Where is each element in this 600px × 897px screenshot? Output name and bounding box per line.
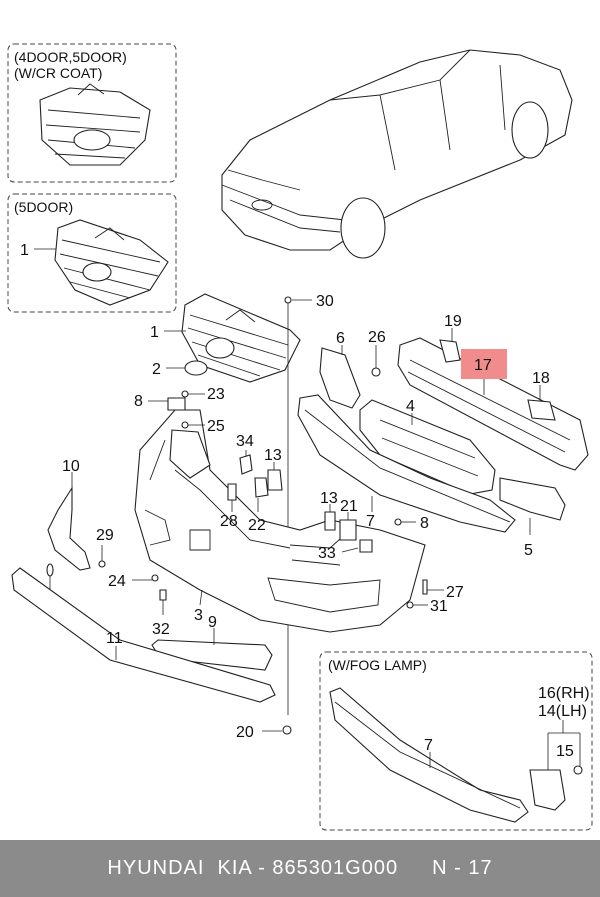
- label-part-20: 20: [236, 724, 254, 741]
- skirt-11: [11, 567, 276, 703]
- grille-inset-a: [39, 83, 151, 166]
- bracket-left-10: [47, 486, 91, 571]
- energy-absorber-4: [359, 399, 496, 495]
- label-part-6: 6: [336, 330, 345, 347]
- bracket-13-b: [324, 511, 336, 531]
- label-part-25: 25: [207, 418, 225, 435]
- label-part-8-right: 8: [420, 515, 429, 532]
- screw-25: [181, 421, 189, 429]
- bracket-34: [239, 454, 253, 475]
- label-part-4: 4: [406, 398, 415, 415]
- screw-27: [422, 579, 428, 595]
- bolt-30: [284, 296, 292, 304]
- grille-inset-b: [54, 219, 169, 306]
- inset-5door: (5DOOR) 1: [7, 193, 177, 313]
- parts-diagram: (4DOOR,5DOOR) (W/CR COAT) (5DOOR) 1: [7, 43, 593, 831]
- label-part-13-b: 13: [320, 490, 338, 507]
- label-part-27: 27: [446, 584, 464, 601]
- label-part-9: 9: [208, 614, 217, 631]
- clip-20: [282, 725, 292, 735]
- label-part-22: 22: [248, 517, 266, 534]
- inset-caption-line2: (W/CR COAT): [14, 65, 102, 81]
- bracket-8-right: [394, 518, 402, 526]
- nut-26: [371, 367, 381, 377]
- label-part-11: 11: [106, 630, 123, 647]
- inset-fog-lamp: (W/FOG LAMP) 7 16(RH) 14(LH) 15: [319, 651, 593, 831]
- inset-4door-5door: (4DOOR,5DOOR) (W/CR COAT): [7, 43, 177, 183]
- label-part-14: 14(LH): [538, 703, 587, 720]
- label-part-30: 30: [316, 293, 334, 310]
- bracket-33: [359, 539, 373, 553]
- label-part-1-inset: 1: [20, 242, 29, 259]
- label-part-26: 26: [368, 329, 386, 346]
- label-part-16: 16(RH): [538, 685, 590, 702]
- inset-caption-5door: (5DOOR): [14, 199, 73, 215]
- footer-bar: HYUNDAI KIA - 865301G000 N - 17: [0, 840, 600, 897]
- screw-15: [573, 765, 583, 775]
- clip-31: [406, 601, 414, 609]
- energy-absorber-6: [319, 347, 361, 409]
- label-part-18: 18: [532, 370, 550, 387]
- label-part-2: 2: [152, 361, 161, 378]
- clip-28: [227, 483, 237, 501]
- label-part-34: 34: [236, 433, 254, 450]
- label-part-32: 32: [152, 621, 170, 638]
- center-bracket: [169, 429, 211, 479]
- label-part-28: 28: [220, 513, 238, 530]
- inset-caption-line1: (4DOOR,5DOOR): [14, 49, 127, 65]
- label-part-7: 7: [366, 513, 375, 530]
- label-part-7-fog: 7: [424, 737, 433, 754]
- label-part-1: 1: [150, 324, 159, 341]
- bolt-32: [159, 589, 167, 601]
- label-part-10: 10: [62, 458, 80, 475]
- bracket-8-left: [167, 397, 186, 411]
- label-part-13-a: 13: [264, 447, 282, 464]
- label-part-15: 15: [556, 743, 574, 760]
- emblem: [184, 360, 208, 376]
- bracket-19: [439, 339, 461, 363]
- energy-absorber-5: [499, 477, 566, 521]
- fog-lamp: [529, 769, 566, 811]
- label-part-23: 23: [207, 386, 225, 403]
- lower-grille-7: [297, 394, 516, 533]
- bracket-21: [339, 519, 357, 541]
- label-part-31: 31: [430, 598, 448, 615]
- bracket-22: [254, 477, 269, 498]
- screw-23: [181, 390, 189, 398]
- radiator-grille: [181, 293, 301, 383]
- car-outline: [221, 49, 573, 259]
- label-part-29: 29: [96, 527, 114, 544]
- label-part-21: 21: [340, 498, 358, 515]
- screw-29: [98, 560, 106, 568]
- bracket-18: [527, 399, 556, 421]
- highlight-box: [461, 349, 507, 379]
- label-part-3: 3: [194, 607, 203, 624]
- footer-part-number: HYUNDAI KIA - 865301G000: [107, 857, 399, 879]
- label-part-24: 24: [108, 573, 126, 590]
- label-part-5: 5: [524, 542, 533, 559]
- label-part-33: 33: [318, 545, 336, 562]
- part-12: [46, 563, 54, 577]
- footer-page-code: N - 17: [432, 857, 493, 879]
- lower-grille-fog: [329, 687, 529, 823]
- label-part-19: 19: [444, 313, 462, 330]
- label-part-17[interactable]: 17: [474, 357, 492, 374]
- label-part-8-left: 8: [134, 393, 143, 410]
- inset-caption-fog: (W/FOG LAMP): [328, 657, 427, 673]
- bracket-13-a: [267, 469, 283, 491]
- screw-24: [151, 574, 159, 582]
